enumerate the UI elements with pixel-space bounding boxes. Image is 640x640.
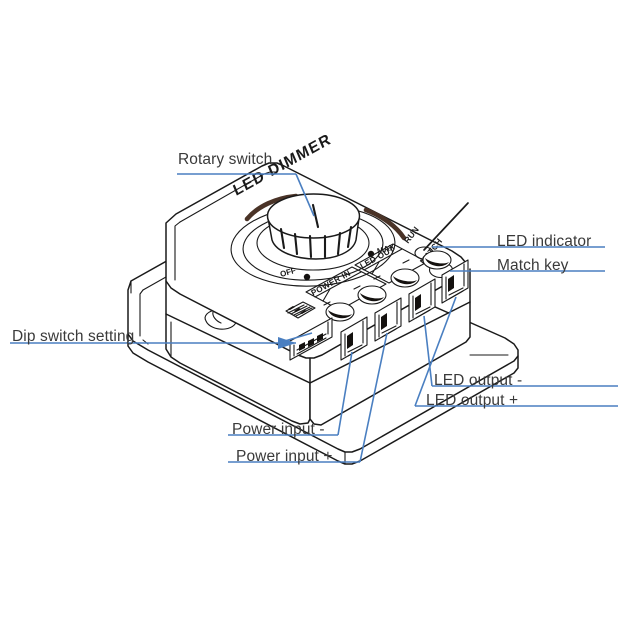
callout-label-match-key: Match key [497, 257, 569, 274]
screw-terminal-2 [357, 285, 387, 305]
screw-terminals[interactable] [325, 250, 452, 322]
callout-line-led-output-pos [414, 296, 618, 407]
callout-line-led-indicator [423, 202, 605, 251]
connector-port-led-neg [408, 278, 436, 323]
callout-label-led-output-pos: LED output + [426, 392, 519, 409]
callout-label-led-output-neg: LED output - [434, 372, 523, 389]
callout-line-dip-switch [10, 332, 313, 349]
dip-switch-top[interactable] [285, 301, 316, 319]
callout-line-led-output-neg [423, 315, 618, 387]
callout-line-power-input-pos [228, 332, 388, 463]
callout-label-power-input-neg: Power input - [232, 421, 325, 438]
callout-label-power-input-pos: Power input + [236, 448, 333, 465]
callout-line-power-input-neg [228, 351, 353, 436]
screw-terminal-1 [325, 302, 355, 322]
rotary-knob[interactable] [256, 193, 370, 271]
screw-terminal-4 [422, 250, 452, 270]
connector-port-power-pos [374, 297, 402, 342]
scale-off-label: OFF [279, 266, 297, 279]
connector-ports[interactable] [340, 259, 469, 361]
dip-switch-connector[interactable] [289, 317, 333, 361]
callout-label-dip-switch: Dip switch setting [12, 328, 135, 345]
callout-label-led-indicator: LED indicator [497, 233, 592, 250]
scale-off-marker: OFF [279, 266, 311, 281]
screw-terminal-3 [390, 268, 420, 288]
callout-label-rotary-switch: Rotary switch [178, 151, 273, 168]
callout-line-rotary-switch [177, 173, 315, 217]
connector-port-power-neg [340, 316, 368, 361]
